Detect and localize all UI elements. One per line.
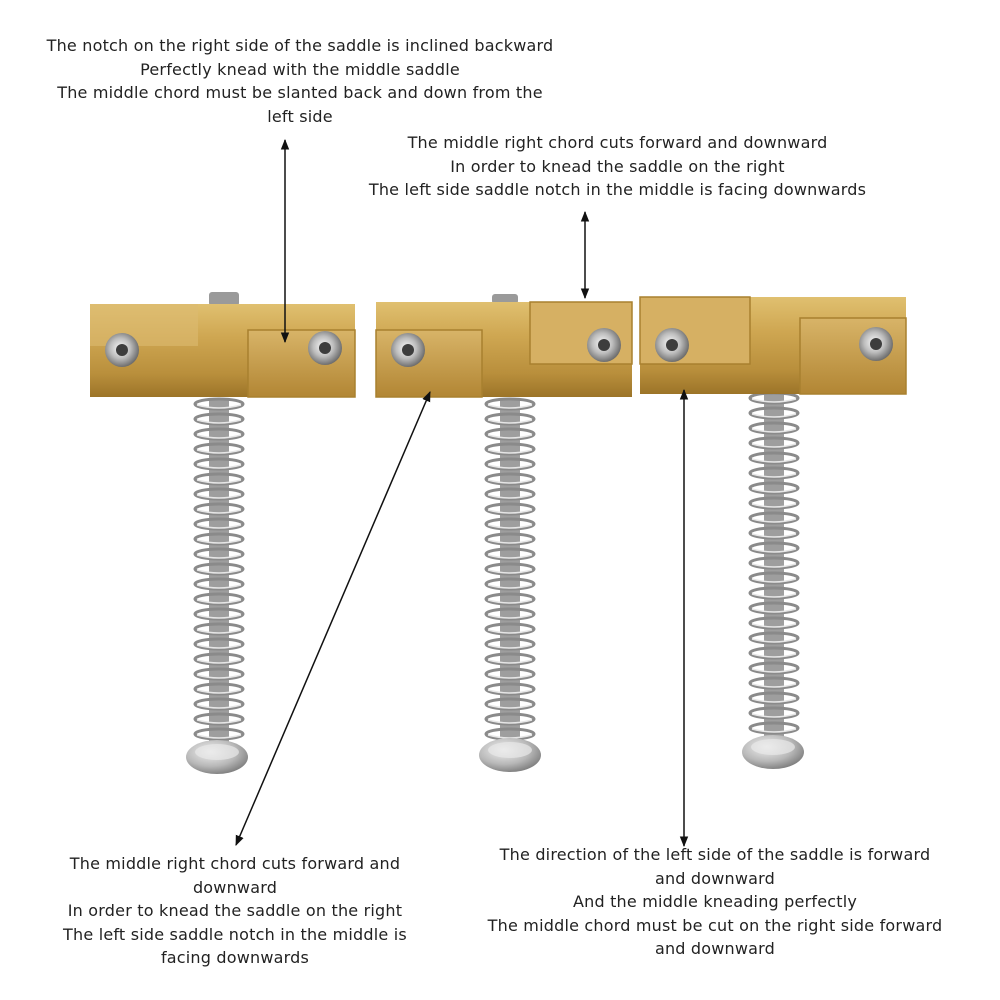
- arrow-bottom-left: [235, 391, 431, 846]
- grub-screw-left: [209, 292, 239, 306]
- spring-middle: [484, 397, 536, 742]
- annotation-bottom-left: The middle right chord cuts forward and …: [63, 854, 407, 967]
- saddle-notch-middle-left: [375, 329, 483, 398]
- spring-left: [193, 397, 245, 742]
- annotation-top-right: The middle right chord cuts forward and …: [368, 133, 867, 199]
- saddle-notch-right-right: [799, 317, 907, 395]
- saddle-notch-right-left: [639, 296, 751, 365]
- saddle-left: [90, 292, 356, 774]
- annotation-top-left: The notch on the right side of the saddl…: [46, 36, 554, 126]
- annotation-bottom-right: The direction of the left side of the sa…: [487, 845, 943, 958]
- saddle-middle: [375, 294, 633, 772]
- saddle-right: [639, 296, 907, 769]
- spring-right: [748, 391, 800, 740]
- grub-screw-middle: [492, 294, 518, 304]
